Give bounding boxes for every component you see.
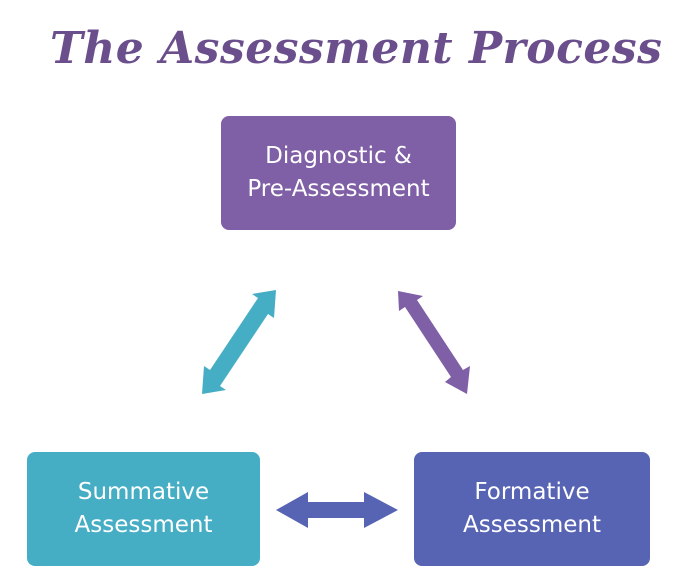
formative-assessment-box: Formative Assessment (414, 452, 650, 566)
summative-label-line2: Assessment (74, 512, 213, 538)
summative-assessment-box: Summative Assessment (27, 452, 260, 566)
diagnostic-pre-assessment-box: Diagnostic & Pre-Assessment (221, 116, 456, 230)
double-arrow-summative-formative (276, 492, 398, 528)
formative-label-line1: Formative (474, 479, 590, 505)
double-arrow-diagnostic-summative (202, 290, 276, 394)
diagnostic-label-line1: Diagnostic & (265, 143, 412, 169)
double-arrow-diagnostic-formative (398, 291, 470, 394)
diagram-title: The Assessment Process (50, 23, 663, 74)
diagnostic-label-line2: Pre-Assessment (247, 176, 430, 202)
formative-label-line2: Assessment (463, 512, 601, 538)
summative-label-line1: Summative (77, 479, 210, 505)
